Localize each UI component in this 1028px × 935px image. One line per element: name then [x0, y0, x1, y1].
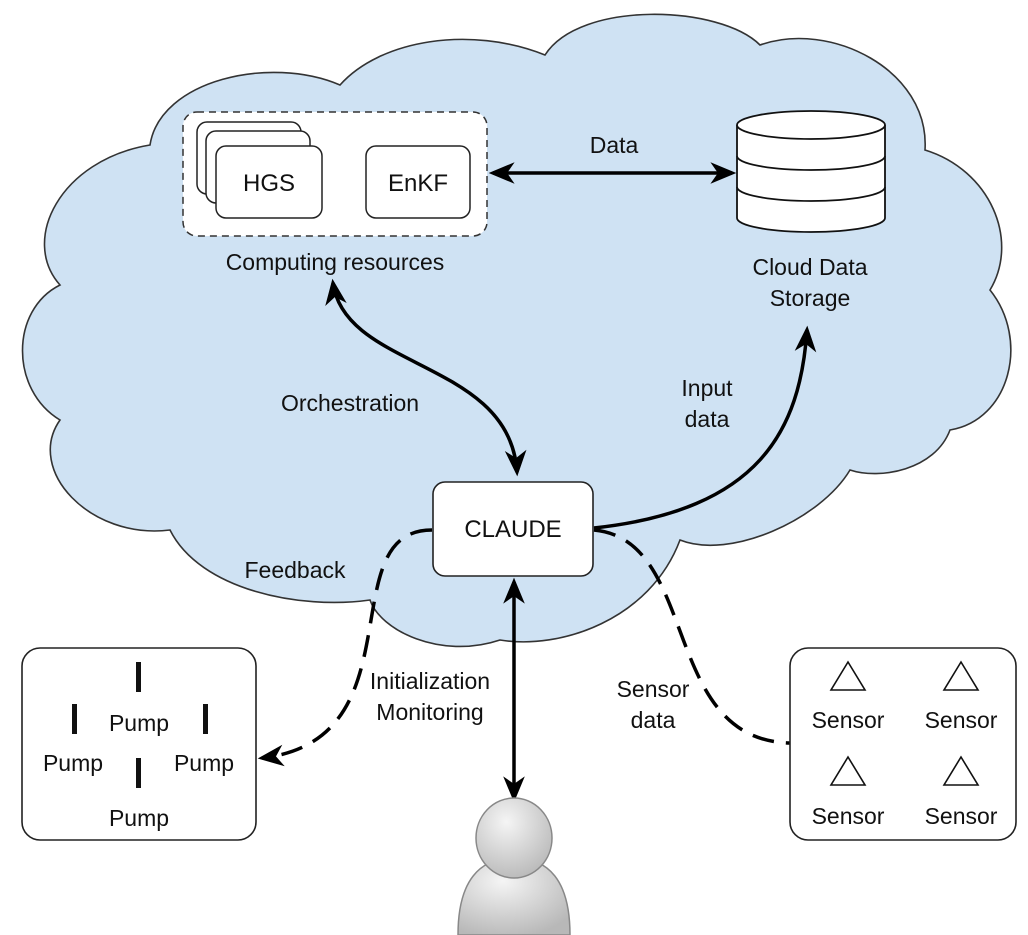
initialization-label-line2: Monitoring	[376, 699, 483, 725]
sensor-icon-top-right	[942, 660, 980, 691]
cloud-storage-label-line1: Cloud Data	[752, 254, 867, 280]
pump-label-bottom: Pump	[109, 805, 169, 831]
database-icon	[736, 110, 886, 233]
sensor-panel	[789, 647, 1017, 841]
hgs-box	[215, 145, 323, 219]
sensor-data-label-line1: Sensor	[617, 676, 690, 702]
sensor-data-label-line2: data	[631, 707, 676, 733]
data-label: Data	[590, 132, 639, 158]
feedback-arrow	[257, 528, 433, 767]
enkf-box	[365, 145, 471, 219]
sensor-label-top-left: Sensor	[812, 707, 885, 733]
sensor-data-line	[593, 528, 791, 745]
pump-label-right: Pump	[174, 750, 234, 776]
pump-symbols	[72, 662, 208, 788]
pump-mark-bottom	[136, 758, 141, 788]
input-data-label-line1: Input	[681, 375, 733, 401]
input-data-arrow	[593, 325, 817, 530]
hgs-label: HGS	[243, 170, 295, 197]
pump-mark-left	[72, 704, 77, 734]
orchestration-arrow	[325, 278, 527, 477]
pump-mark-top	[136, 662, 141, 692]
orchestration-label: Orchestration	[281, 390, 419, 416]
sensor-icon-top-left	[829, 660, 867, 691]
pump-mark-right	[203, 704, 208, 734]
enkf-label: EnKF	[388, 170, 448, 197]
sensor-icon-bottom-left	[829, 755, 867, 786]
sensor-label-bottom-left: Sensor	[812, 803, 885, 829]
sensor-label-top-right: Sensor	[925, 707, 998, 733]
input-data-label-line2: data	[685, 406, 730, 432]
feedback-label: Feedback	[244, 557, 346, 583]
sensor-icon-bottom-right	[942, 755, 980, 786]
claude-box	[432, 481, 594, 577]
cloud-storage-label-line2: Storage	[770, 285, 851, 311]
sensor-label-bottom-right: Sensor	[925, 803, 998, 829]
user-icon	[457, 797, 571, 935]
initialization-label-line1: Initialization	[370, 668, 490, 694]
sensor-symbols	[829, 660, 980, 786]
computing-resources-label: Computing resources	[226, 249, 445, 275]
pump-label-left: Pump	[43, 750, 103, 776]
pump-label-center: Pump	[109, 710, 169, 736]
claude-label: CLAUDE	[464, 516, 561, 543]
pump-panel	[21, 647, 257, 841]
